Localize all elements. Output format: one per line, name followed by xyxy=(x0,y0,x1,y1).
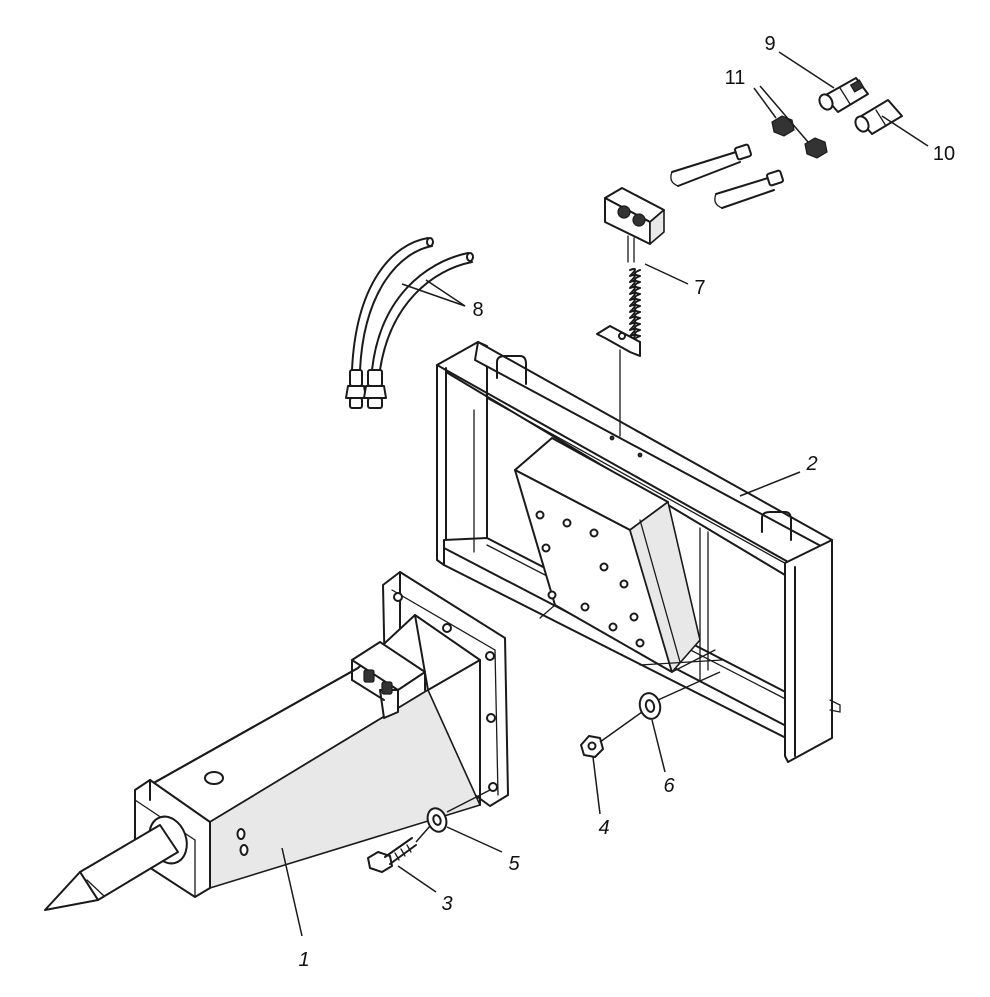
hose-holder-spring xyxy=(596,187,665,437)
callout-1: 1 xyxy=(298,949,309,971)
callout-9: 9 xyxy=(764,33,775,55)
leader-lines xyxy=(281,51,929,937)
callout-6: 6 xyxy=(663,775,675,797)
callout-7: 7 xyxy=(694,277,705,299)
callout-5: 5 xyxy=(508,853,520,875)
callout-8: 8 xyxy=(472,299,483,321)
adaptor-plate xyxy=(514,437,723,673)
bolt xyxy=(367,837,417,873)
hydraulic-hoses xyxy=(345,237,474,409)
female-coupler xyxy=(818,77,869,113)
short-hose-ends xyxy=(670,143,784,209)
hydraulic-breaker xyxy=(44,571,509,911)
plate-bolt-holes xyxy=(535,510,645,648)
callout-4: 4 xyxy=(598,817,609,839)
callout-labels: 1 2 3 4 5 6 7 8 9 10 11 xyxy=(298,33,955,971)
male-coupler xyxy=(854,99,903,135)
callout-3: 3 xyxy=(441,893,452,915)
adapter-fittings xyxy=(771,115,828,159)
callout-2: 2 xyxy=(805,453,817,475)
lock-washer xyxy=(638,692,662,720)
hex-nut xyxy=(580,735,604,758)
callout-11: 11 xyxy=(725,67,746,89)
flat-washer xyxy=(426,807,448,833)
callout-10: 10 xyxy=(933,143,955,165)
